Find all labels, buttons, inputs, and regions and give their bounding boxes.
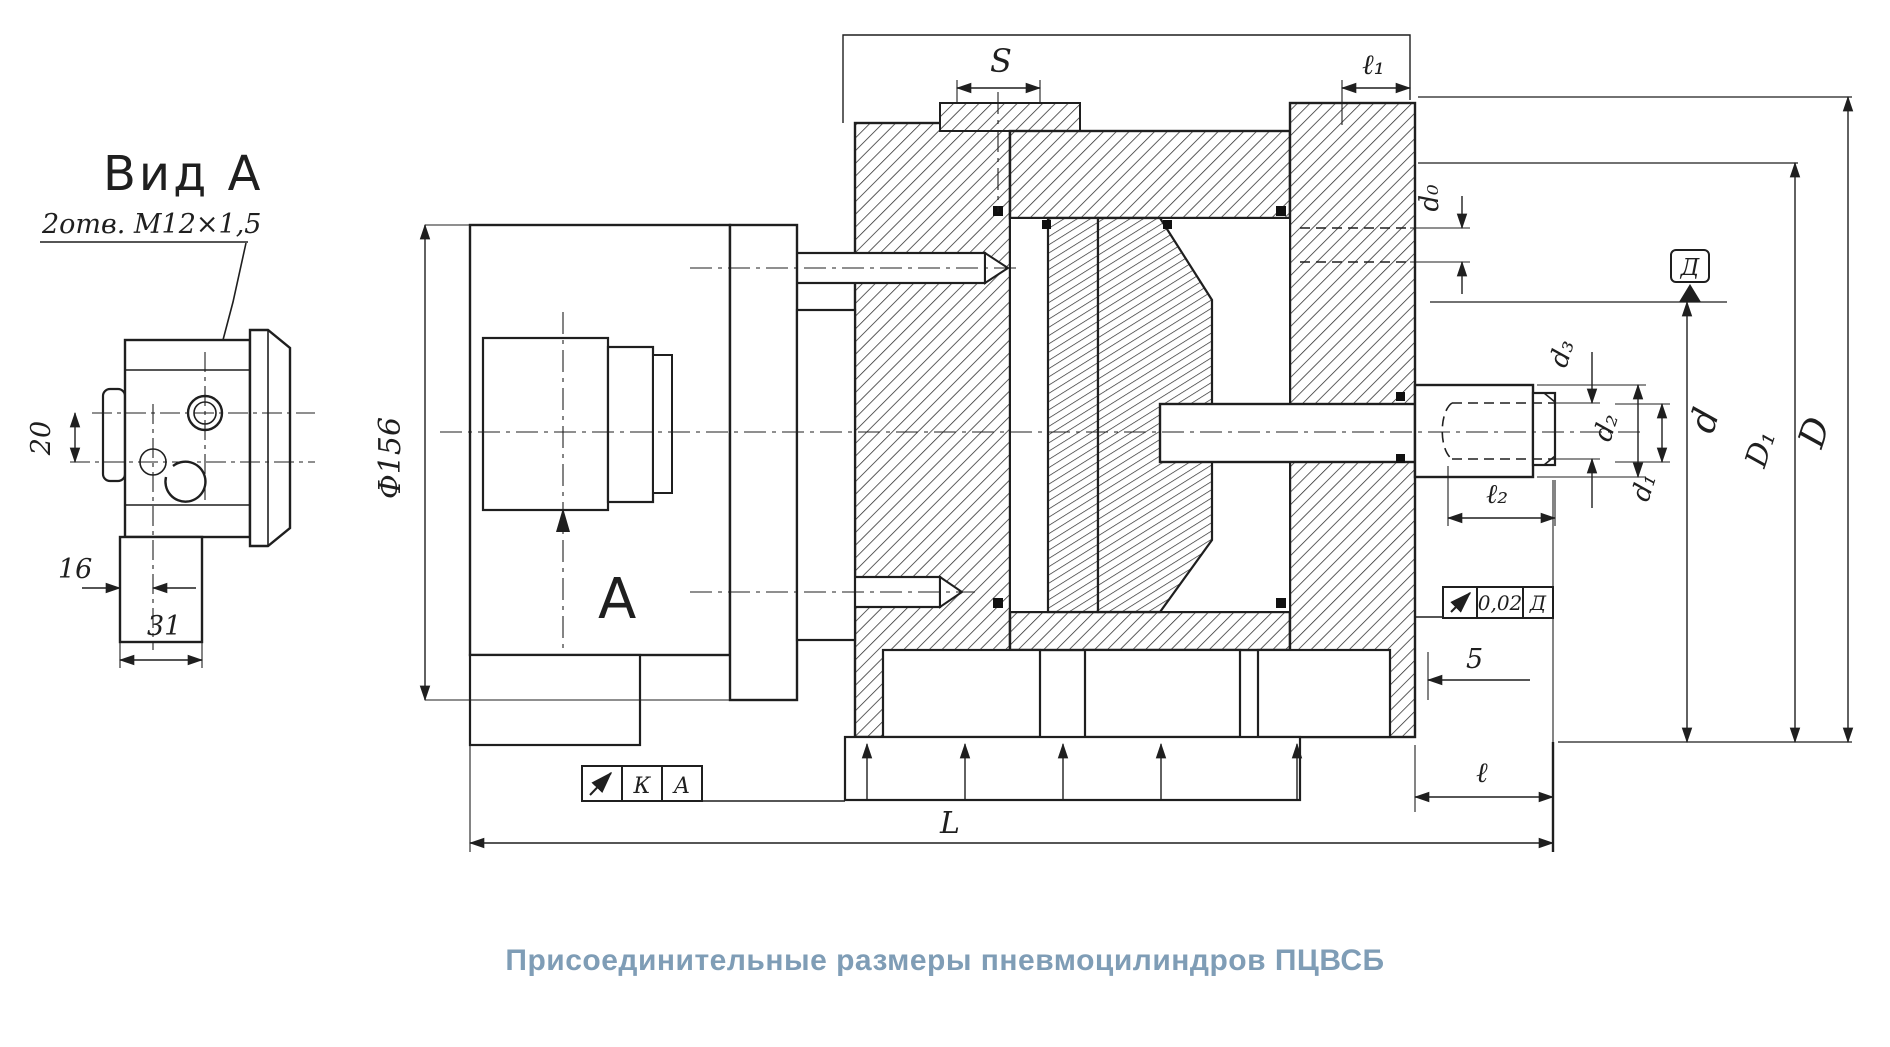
dim-label-s: S (990, 42, 1012, 80)
piston-spacer (1046, 216, 1100, 614)
foot-right (1256, 648, 1392, 739)
dim-label-d1: d₁ (1626, 470, 1663, 505)
mount-surface-arrows (861, 742, 1303, 800)
figure-caption: Присоединительные размеры пневмоцилиндро… (505, 944, 1385, 977)
main-section-view: А S ℓ₁ d₀ Д d D₁ D d₃ (373, 34, 1854, 852)
dim-label-31: 31 (147, 611, 181, 642)
flange-adapter (795, 308, 857, 642)
foot-left (881, 648, 1042, 739)
tolerance-frame-runout: 0,02 Д (1442, 586, 1554, 619)
tolerance-frame-mount: К А (581, 765, 703, 802)
rod-thread-dashed (1441, 402, 1555, 460)
front-cap-section (853, 121, 1012, 739)
tube-top-wall (1008, 129, 1292, 220)
datum-flag-box (1670, 249, 1710, 283)
view-a-centerlines (70, 352, 315, 650)
view-a-note: 2отв. М12×1,5 (41, 209, 261, 240)
datum-flag-letter: Д (1680, 255, 1701, 281)
chamfer-bottom (1543, 455, 1556, 466)
runout-symbol-icon (589, 771, 613, 796)
dim-label-D: D (1791, 412, 1839, 453)
baseplate (843, 735, 1302, 802)
datum-triangle-icon (1679, 284, 1701, 302)
flange-plate (728, 223, 799, 702)
top-boundary (842, 34, 1411, 123)
runout-symbol-icon (1450, 591, 1472, 613)
view-a-side-block (248, 328, 292, 548)
port-boss (939, 102, 1081, 132)
view-a: Вид А 2отв. М12×1,5 20 16 (26, 146, 315, 668)
dim-label-l: ℓ (1476, 756, 1488, 789)
dim-label-l2: ℓ₂ (1486, 479, 1508, 510)
piston-head (1096, 216, 1214, 614)
dim-label-20: 20 (26, 421, 57, 456)
dim-label-d3: d₃ (1544, 336, 1581, 371)
tolerance-value: К (632, 774, 651, 799)
rod-end (1413, 383, 1535, 479)
view-arrow-label: А (598, 567, 636, 632)
dim-label-16: 16 (58, 554, 92, 585)
dim-label-l1: ℓ₁ (1362, 48, 1385, 81)
tolerance-datum: А (672, 774, 691, 799)
main-centerlines (440, 92, 1645, 650)
dim-label-d2: d₂ (1588, 410, 1625, 445)
foot-middle (1083, 648, 1242, 739)
dim-label-phi156: Ф156 (373, 417, 408, 499)
view-a-front-face (123, 338, 252, 539)
rear-port-dashed (1300, 227, 1410, 263)
view-a-left-flange (101, 387, 127, 483)
dim-label-L: L (939, 806, 960, 841)
dim-label-5: 5 (1466, 644, 1483, 675)
chamfer-top (1543, 392, 1556, 403)
clevis-boss-2 (606, 345, 655, 504)
tolerance-datum: Д (1529, 591, 1547, 615)
piston-rod (1158, 402, 1417, 464)
dim-label-d: d (1682, 403, 1728, 438)
clevis-boss-1 (481, 336, 610, 512)
tube-bottom-wall (1008, 610, 1292, 652)
dim-label-d0: d₀ (1415, 184, 1445, 212)
clevis-boss-3 (652, 354, 673, 494)
tolerance-value: 0,02 (1478, 591, 1523, 615)
dim-label-D1: D₁ (1738, 426, 1783, 472)
view-direction-arrow-icon (556, 508, 570, 532)
view-a-title: Вид А (103, 146, 263, 202)
